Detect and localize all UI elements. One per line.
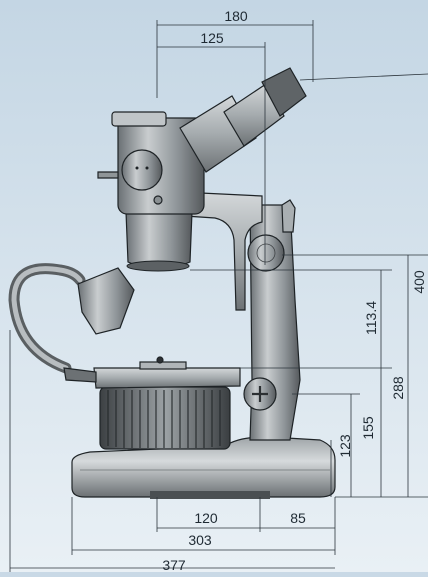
stage-knob <box>156 356 164 364</box>
eyepiece-tube <box>223 83 285 147</box>
body-screw <box>153 195 163 205</box>
label-377: 377 <box>162 557 186 572</box>
objective-lens <box>125 211 193 270</box>
side-screw <box>97 171 119 179</box>
label-120: 120 <box>194 510 218 526</box>
support-arm <box>179 191 263 311</box>
label-85: 85 <box>290 510 306 526</box>
eyepiece <box>261 67 307 117</box>
label-113-4: 113.4 <box>363 301 379 335</box>
microscope-illustration <box>8 67 336 499</box>
dimension-labels: 180 125 400 113.4 288 155 123 120 85 303… <box>162 8 427 573</box>
base-foot <box>150 491 270 499</box>
label-303: 303 <box>188 532 212 548</box>
label-180: 180 <box>224 8 248 24</box>
label-288: 288 <box>390 376 406 400</box>
label-123: 123 <box>337 434 353 458</box>
pillar-tab <box>281 199 296 233</box>
label-125: 125 <box>200 30 224 46</box>
stage-plate <box>93 367 241 389</box>
label-400: 400 <box>411 270 427 294</box>
stage-clip <box>139 361 187 370</box>
dimension-lines <box>9 20 428 572</box>
gooseneck-mount <box>63 367 97 383</box>
base <box>71 436 336 498</box>
focus-knob <box>247 234 285 272</box>
ring-light-housing <box>99 386 231 450</box>
spot-light-head <box>77 267 135 335</box>
body-top-cap <box>111 111 167 127</box>
zoom-knob <box>121 149 163 191</box>
label-155: 155 <box>360 416 376 440</box>
